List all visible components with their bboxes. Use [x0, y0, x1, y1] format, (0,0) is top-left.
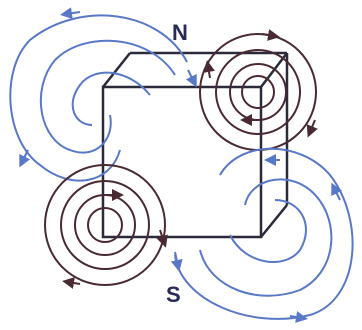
arrow-top-right-top: [262, 34, 274, 36]
cube-top-left-edge: [103, 53, 130, 87]
arrow-top-right-left: [208, 66, 210, 78]
arrow-top-right-right: [310, 120, 315, 132]
field-loop-bottom-left: [45, 165, 165, 285]
arrow-top-left-center: [188, 70, 194, 82]
arrow-bottom-left-bottom: [68, 282, 80, 284]
south-pole-label: S: [166, 282, 181, 307]
north-pole-label: N: [172, 20, 188, 45]
arrow-top-left-lower: [22, 150, 28, 162]
field-loop-top-right: [200, 34, 316, 150]
arrow-top-left-outer: [66, 12, 80, 14]
cube-bottom-right-edge: [261, 205, 287, 237]
